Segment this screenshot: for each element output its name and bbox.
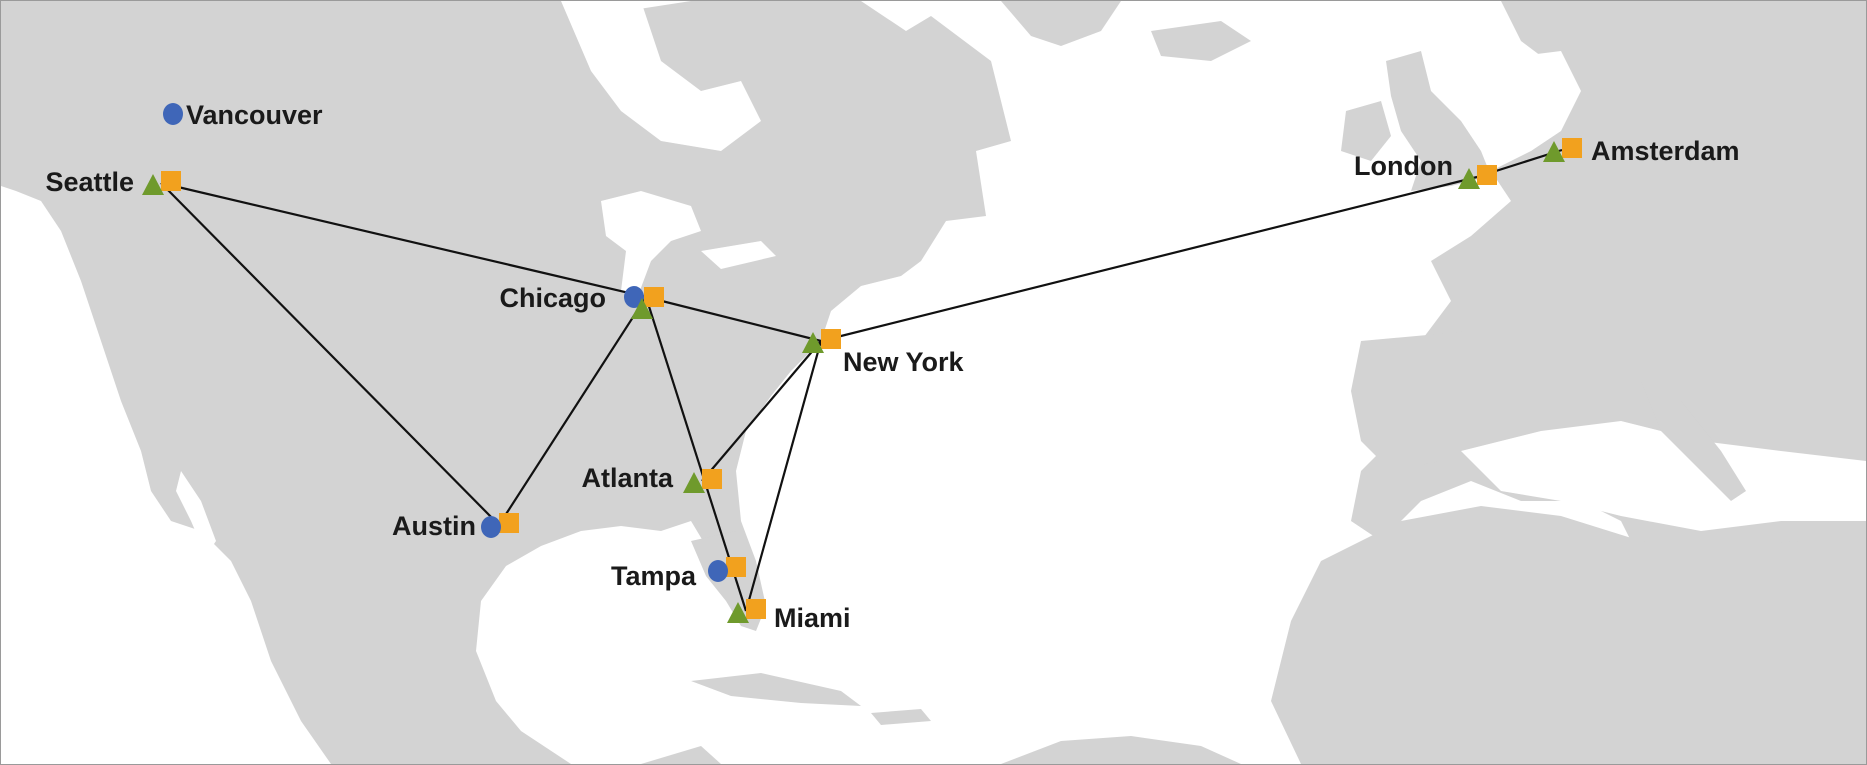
city-label-atlanta: Atlanta [581, 463, 673, 493]
city-atlanta[interactable]: Atlanta [581, 463, 722, 493]
city-new-york[interactable]: New York [802, 329, 965, 377]
chicago-green-triangle-icon [631, 298, 653, 319]
new-york-green-triangle-icon [802, 332, 824, 353]
north-america-landmass [1, 1, 1011, 764]
amsterdam-orange-square-icon [1562, 138, 1582, 158]
great-lakes [601, 191, 701, 301]
mediterranean-sea [1461, 421, 1866, 531]
city-label-vancouver: Vancouver [186, 100, 323, 130]
city-label-chicago: Chicago [499, 283, 606, 313]
gulf-of-california [176, 471, 216, 556]
vancouver-blue-circle-icon [163, 103, 183, 125]
caribbean-island [871, 709, 931, 725]
link-new-york-atlanta [701, 340, 822, 482]
link-chicago-austin [498, 296, 647, 526]
italian-peninsula [1641, 381, 1746, 501]
city-vancouver[interactable]: Vancouver [163, 100, 323, 130]
lake-erie [701, 241, 776, 269]
tampa-orange-square-icon [726, 557, 746, 577]
link-chicago-new-york [645, 295, 822, 343]
city-label-london: London [1354, 151, 1453, 181]
link-new-york-miami [744, 340, 823, 612]
new-york-orange-square-icon [821, 329, 841, 349]
link-new-york-london [820, 175, 1478, 343]
link-seattle-chicago [160, 181, 647, 299]
city-seattle[interactable]: Seattle [45, 167, 181, 197]
austin-orange-square-icon [499, 513, 519, 533]
city-label-tampa: Tampa [611, 561, 697, 591]
seattle-orange-square-icon [161, 171, 181, 191]
north-africa-landmass [1271, 506, 1866, 764]
city-label-miami: Miami [774, 603, 851, 633]
link-seattle-austin [160, 182, 500, 526]
great-britain-island [1386, 51, 1491, 191]
city-tampa[interactable]: Tampa [611, 557, 746, 591]
city-amsterdam[interactable]: Amsterdam [1543, 136, 1740, 166]
city-label-seattle: Seattle [45, 167, 134, 197]
tampa-blue-circle-icon [708, 560, 728, 582]
miami-orange-square-icon [746, 599, 766, 619]
london-orange-square-icon [1477, 165, 1497, 185]
city-miami[interactable]: Miami [727, 599, 851, 633]
chicago-blue-circle-icon [624, 286, 644, 308]
city-label-new-york: New York [843, 347, 965, 377]
cuba-island [691, 673, 861, 706]
miami-green-triangle-icon [727, 602, 749, 623]
city-chicago[interactable]: Chicago [499, 283, 664, 319]
hudson-bay [561, 1, 761, 151]
greenland-landmass [1001, 1, 1121, 46]
city-label-austin: Austin [392, 511, 476, 541]
network-links [160, 148, 1563, 612]
iceland-island [1151, 21, 1251, 61]
austin-blue-circle-icon [481, 516, 501, 538]
south-america-landmass [1001, 736, 1241, 764]
city-austin[interactable]: Austin [392, 511, 519, 541]
amsterdam-green-triangle-icon [1543, 141, 1565, 162]
seattle-green-triangle-icon [142, 174, 164, 195]
atlanta-orange-square-icon [702, 469, 722, 489]
ireland-island [1341, 101, 1391, 161]
city-london[interactable]: London [1354, 151, 1497, 189]
atlanta-green-triangle-icon [683, 472, 705, 493]
london-green-triangle-icon [1458, 168, 1480, 189]
city-label-amsterdam: Amsterdam [1591, 136, 1740, 166]
north-sea [1481, 51, 1581, 151]
iberian-peninsula [1351, 331, 1501, 471]
chicago-orange-square-icon [644, 287, 664, 307]
